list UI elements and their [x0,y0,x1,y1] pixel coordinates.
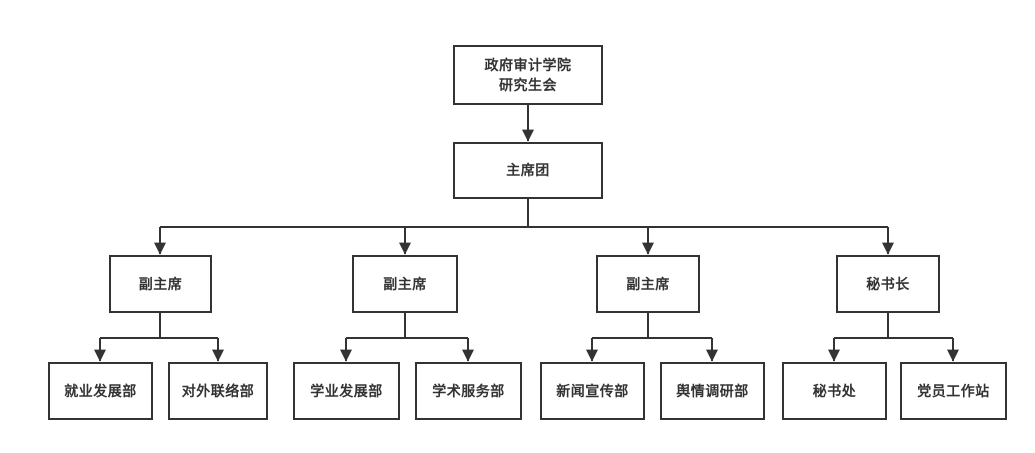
node-dept-secretariat: 秘书处 [782,362,887,420]
node-dept-party-member-workstation: 党员工作站 [900,362,1007,420]
node-dept-label: 学术服务部 [432,382,505,399]
node-vice-chair-1-label: 副主席 [138,275,183,292]
node-dept-label: 党员工作站 [917,382,990,399]
node-vice-chair-3: 副主席 [596,255,700,313]
node-presidium: 主席团 [453,142,603,199]
node-root-label: 政府审计学院 研究生会 [484,56,572,93]
node-dept-label: 新闻宣传部 [556,382,629,399]
node-presidium-label: 主席团 [506,162,550,179]
node-vice-chair-2: 副主席 [352,255,458,313]
node-dept-label: 对外联络部 [181,382,255,399]
node-vice-chair-1: 副主席 [109,255,212,313]
node-dept-external-liaison: 对外联络部 [168,362,268,420]
node-dept-label: 秘书处 [812,382,857,399]
node-dept-employment-development: 就业发展部 [48,362,153,420]
node-dept-academic-service: 学术服务部 [415,362,522,420]
node-secretary-general: 秘书长 [836,255,940,313]
node-dept-label: 舆情调研部 [676,382,749,399]
node-vice-chair-2-label: 副主席 [383,275,427,292]
node-root: 政府审计学院 研究生会 [453,45,603,105]
node-vice-chair-3-label: 副主席 [626,275,670,292]
node-dept-label: 学业发展部 [310,382,383,399]
node-dept-label: 就业发展部 [64,382,137,399]
node-secretary-general-label: 秘书长 [866,275,910,292]
node-dept-academic-development: 学业发展部 [293,362,400,420]
node-dept-news-publicity: 新闻宣传部 [540,362,645,420]
node-dept-public-opinion-research: 舆情调研部 [660,362,765,420]
